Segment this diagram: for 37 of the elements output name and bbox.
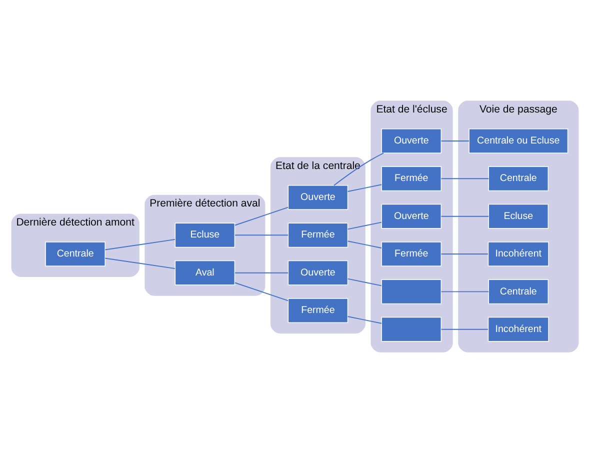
node-box: Ouverte xyxy=(288,260,348,285)
node-box: Centrale xyxy=(45,241,106,266)
connector xyxy=(440,328,488,330)
node-box: Centrale xyxy=(488,278,549,304)
connector xyxy=(347,278,382,286)
node-box: Ouverte xyxy=(381,203,442,228)
node-box: Centrale ou Ecluse xyxy=(468,128,568,153)
node-box: Fermée xyxy=(288,222,348,248)
node-box: Ecluse xyxy=(488,203,549,228)
node-box: Aval xyxy=(174,260,236,285)
connector xyxy=(104,238,176,250)
connector xyxy=(234,272,289,273)
connector xyxy=(440,290,490,292)
node-box: Fermée xyxy=(381,166,442,191)
node-box: Ouverte xyxy=(288,184,348,210)
connector xyxy=(440,253,488,254)
connector xyxy=(440,178,490,179)
node-box: Incohérent xyxy=(488,316,549,342)
connector xyxy=(347,221,382,230)
connector xyxy=(104,257,176,269)
node-box: Centrale xyxy=(488,166,549,191)
node-box xyxy=(381,278,442,304)
node-box: Ouverte xyxy=(381,128,442,153)
connector xyxy=(347,184,382,192)
connector xyxy=(347,315,382,324)
connector xyxy=(234,282,289,301)
connector xyxy=(334,152,384,186)
node-box: Fermée xyxy=(288,298,348,322)
connector xyxy=(347,240,382,248)
node-box: Fermée xyxy=(381,241,442,266)
connector xyxy=(234,206,289,226)
node-box: Incohérent xyxy=(488,241,549,266)
connector xyxy=(234,234,289,236)
connector xyxy=(440,140,470,141)
connector xyxy=(440,215,490,216)
node-box: Ecluse xyxy=(174,222,236,248)
node-box xyxy=(381,316,442,342)
